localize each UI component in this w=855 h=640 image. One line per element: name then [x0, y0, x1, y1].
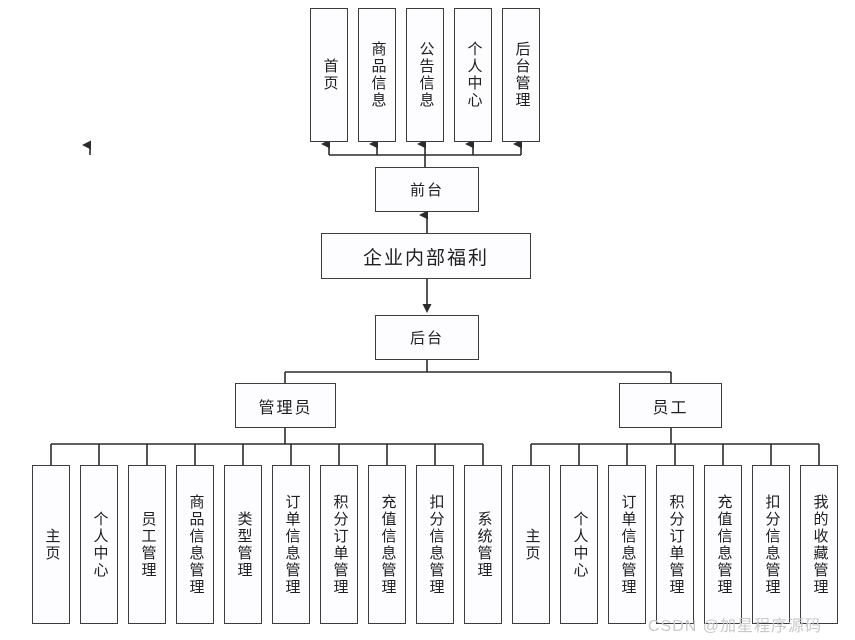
admin-item-points-order-management[interactable]: 积分订单管理: [320, 465, 358, 624]
role-node-admin-label: 管理员: [258, 399, 313, 417]
employee-item-label: 充值信息管理: [715, 493, 732, 596]
frontend-node-label: 前台: [409, 183, 444, 199]
frontend-item-label: 个人中心: [465, 41, 482, 109]
backend-node-label: 后台: [409, 331, 444, 347]
frontend-item-home[interactable]: 首页: [310, 8, 348, 142]
frontend-node[interactable]: 前台: [375, 167, 479, 212]
admin-item-type-management[interactable]: 类型管理: [224, 465, 262, 624]
employee-item-label: 我的收藏管理: [811, 493, 828, 596]
admin-item-product-info-management[interactable]: 商品信息管理: [176, 465, 214, 624]
admin-item-label: 积分订单管理: [331, 493, 348, 596]
admin-item-label: 订单信息管理: [283, 493, 300, 596]
admin-item-employee-management[interactable]: 员工管理: [128, 465, 166, 624]
employee-item-my-favorites-management[interactable]: 我的收藏管理: [800, 465, 838, 624]
frontend-item-product-info[interactable]: 商品信息: [358, 8, 396, 142]
employee-item-label: 订单信息管理: [619, 493, 636, 596]
admin-item-label: 类型管理: [235, 510, 252, 579]
admin-item-label: 商品信息管理: [187, 493, 204, 596]
employee-item-label: 积分订单管理: [667, 493, 684, 596]
root-node-label: 企业内部福利: [362, 247, 489, 269]
frontend-item-label: 首页: [321, 58, 338, 92]
admin-item-system-management[interactable]: 系统管理: [464, 465, 502, 624]
employee-item-order-info-management[interactable]: 订单信息管理: [608, 465, 646, 624]
employee-item-label: 个人中心: [571, 510, 588, 579]
employee-item-points-order-management[interactable]: 积分订单管理: [656, 465, 694, 624]
admin-item-label: 系统管理: [475, 510, 492, 579]
frontend-item-label: 商品信息: [369, 41, 386, 109]
admin-item-order-info-management[interactable]: 订单信息管理: [272, 465, 310, 624]
admin-item-recharge-info-management[interactable]: 充值信息管理: [368, 465, 406, 624]
role-node-admin[interactable]: 管理员: [235, 383, 336, 428]
employee-item-deduction-info-management[interactable]: 扣分信息管理: [752, 465, 790, 624]
frontend-item-personal-center[interactable]: 个人中心: [454, 8, 492, 142]
root-node[interactable]: 企业内部福利: [321, 233, 531, 279]
role-node-employee[interactable]: 员工: [619, 383, 722, 428]
employee-item-home[interactable]: 主页: [512, 465, 550, 624]
admin-item-label: 扣分信息管理: [427, 493, 444, 596]
employee-item-personal-center[interactable]: 个人中心: [560, 465, 598, 624]
frontend-item-label: 后台管理: [513, 41, 530, 109]
backend-node[interactable]: 后台: [375, 315, 479, 360]
frontend-item-backend-management[interactable]: 后台管理: [502, 8, 540, 142]
admin-item-deduction-info-management[interactable]: 扣分信息管理: [416, 465, 454, 624]
frontend-item-label: 公告信息: [417, 41, 434, 109]
employee-item-label: 主页: [523, 527, 540, 562]
admin-item-label: 员工管理: [139, 510, 156, 579]
admin-item-label: 主页: [43, 527, 60, 562]
admin-item-personal-center[interactable]: 个人中心: [80, 465, 118, 624]
admin-item-label: 充值信息管理: [379, 493, 396, 596]
role-node-employee-label: 员工: [652, 399, 689, 417]
employee-item-recharge-info-management[interactable]: 充值信息管理: [704, 465, 742, 624]
employee-item-label: 扣分信息管理: [763, 493, 780, 596]
admin-item-home[interactable]: 主页: [32, 465, 70, 624]
watermark: CSDN @加星程序源码: [648, 618, 823, 635]
frontend-item-announcement-info[interactable]: 公告信息: [406, 8, 444, 142]
admin-item-label: 个人中心: [91, 510, 108, 579]
